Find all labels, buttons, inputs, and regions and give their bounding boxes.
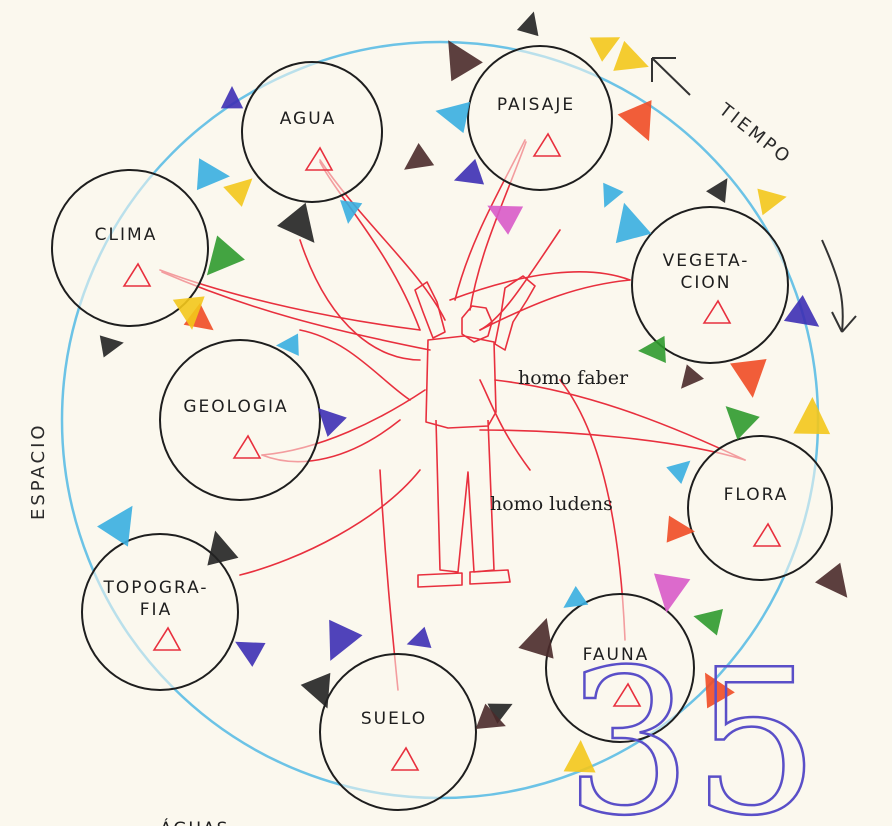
node-paisaje: PAISAJE	[468, 46, 612, 190]
triangle-accent	[730, 359, 771, 400]
connector-web-2	[480, 230, 560, 330]
node-label: VEGETA-	[663, 251, 750, 271]
connector-web-3	[300, 330, 410, 400]
node-label: TOPOGRA-	[102, 578, 208, 598]
triangle-accent	[714, 395, 759, 440]
tiempo-arrow-down-icon	[822, 240, 856, 332]
triangle-accent	[618, 100, 666, 148]
triangle-accent	[314, 620, 363, 669]
triangle-accent	[706, 172, 737, 203]
triangle-accent	[432, 31, 482, 81]
node-circle	[160, 340, 320, 500]
node-circle	[320, 654, 476, 810]
triangle-accent	[100, 332, 126, 358]
triangle-accent	[432, 95, 470, 133]
triangle-accent	[517, 8, 545, 36]
tiempo-arrow-icon	[652, 58, 690, 95]
bottom-cut-label: ÁGUAS	[160, 817, 229, 826]
triangle-accent	[793, 397, 830, 434]
homo-ludens-label: homo ludens	[490, 493, 613, 515]
person-figure	[415, 276, 535, 587]
node-label: SUELO	[361, 709, 427, 729]
homo-faber-label: homo faber	[518, 367, 629, 389]
triangle-accent	[606, 198, 651, 243]
node-vegetacion: VEGETA-CION	[632, 207, 788, 363]
node-agua: AGUA	[242, 62, 382, 202]
node-label: CION	[681, 273, 732, 293]
node-label: FLORA	[724, 485, 789, 505]
node-label: PAISAJE	[497, 95, 575, 115]
node-label: CLIMA	[95, 225, 158, 245]
triangle-accent	[784, 295, 829, 340]
triangle-accent	[594, 183, 624, 213]
node-geologia: GEOLOGIA	[160, 340, 320, 500]
page-number: 35	[565, 627, 820, 826]
espacio-label: ESPACIO	[28, 422, 49, 520]
triangle-accent	[757, 183, 789, 215]
node-circle	[468, 46, 612, 190]
node-label: AGUA	[280, 109, 337, 129]
connector-web-1	[300, 240, 420, 360]
triangle-accent	[337, 200, 362, 225]
connector-flora	[495, 380, 745, 460]
triangle-accent	[480, 191, 523, 234]
node-label: FIA	[140, 600, 172, 620]
triangle-accent	[637, 336, 666, 365]
person-body	[426, 336, 496, 428]
triangle-accent	[449, 159, 484, 194]
triangle-accent	[672, 364, 704, 396]
person-feet	[418, 570, 510, 587]
triangle-accent	[403, 627, 431, 655]
triangle-accent	[815, 563, 860, 608]
triangle-accent	[396, 143, 434, 181]
node-suelo: SUELO	[320, 654, 476, 810]
person-legs	[436, 420, 494, 572]
node-label: GEOLOGIA	[183, 397, 288, 417]
tiempo-label: TIEMPO	[714, 99, 796, 169]
triangle-accent	[613, 41, 654, 82]
node-flora: FLORA	[688, 436, 832, 580]
node-circle	[242, 62, 382, 202]
triangle-accent	[221, 86, 243, 108]
node-circle	[688, 436, 832, 580]
